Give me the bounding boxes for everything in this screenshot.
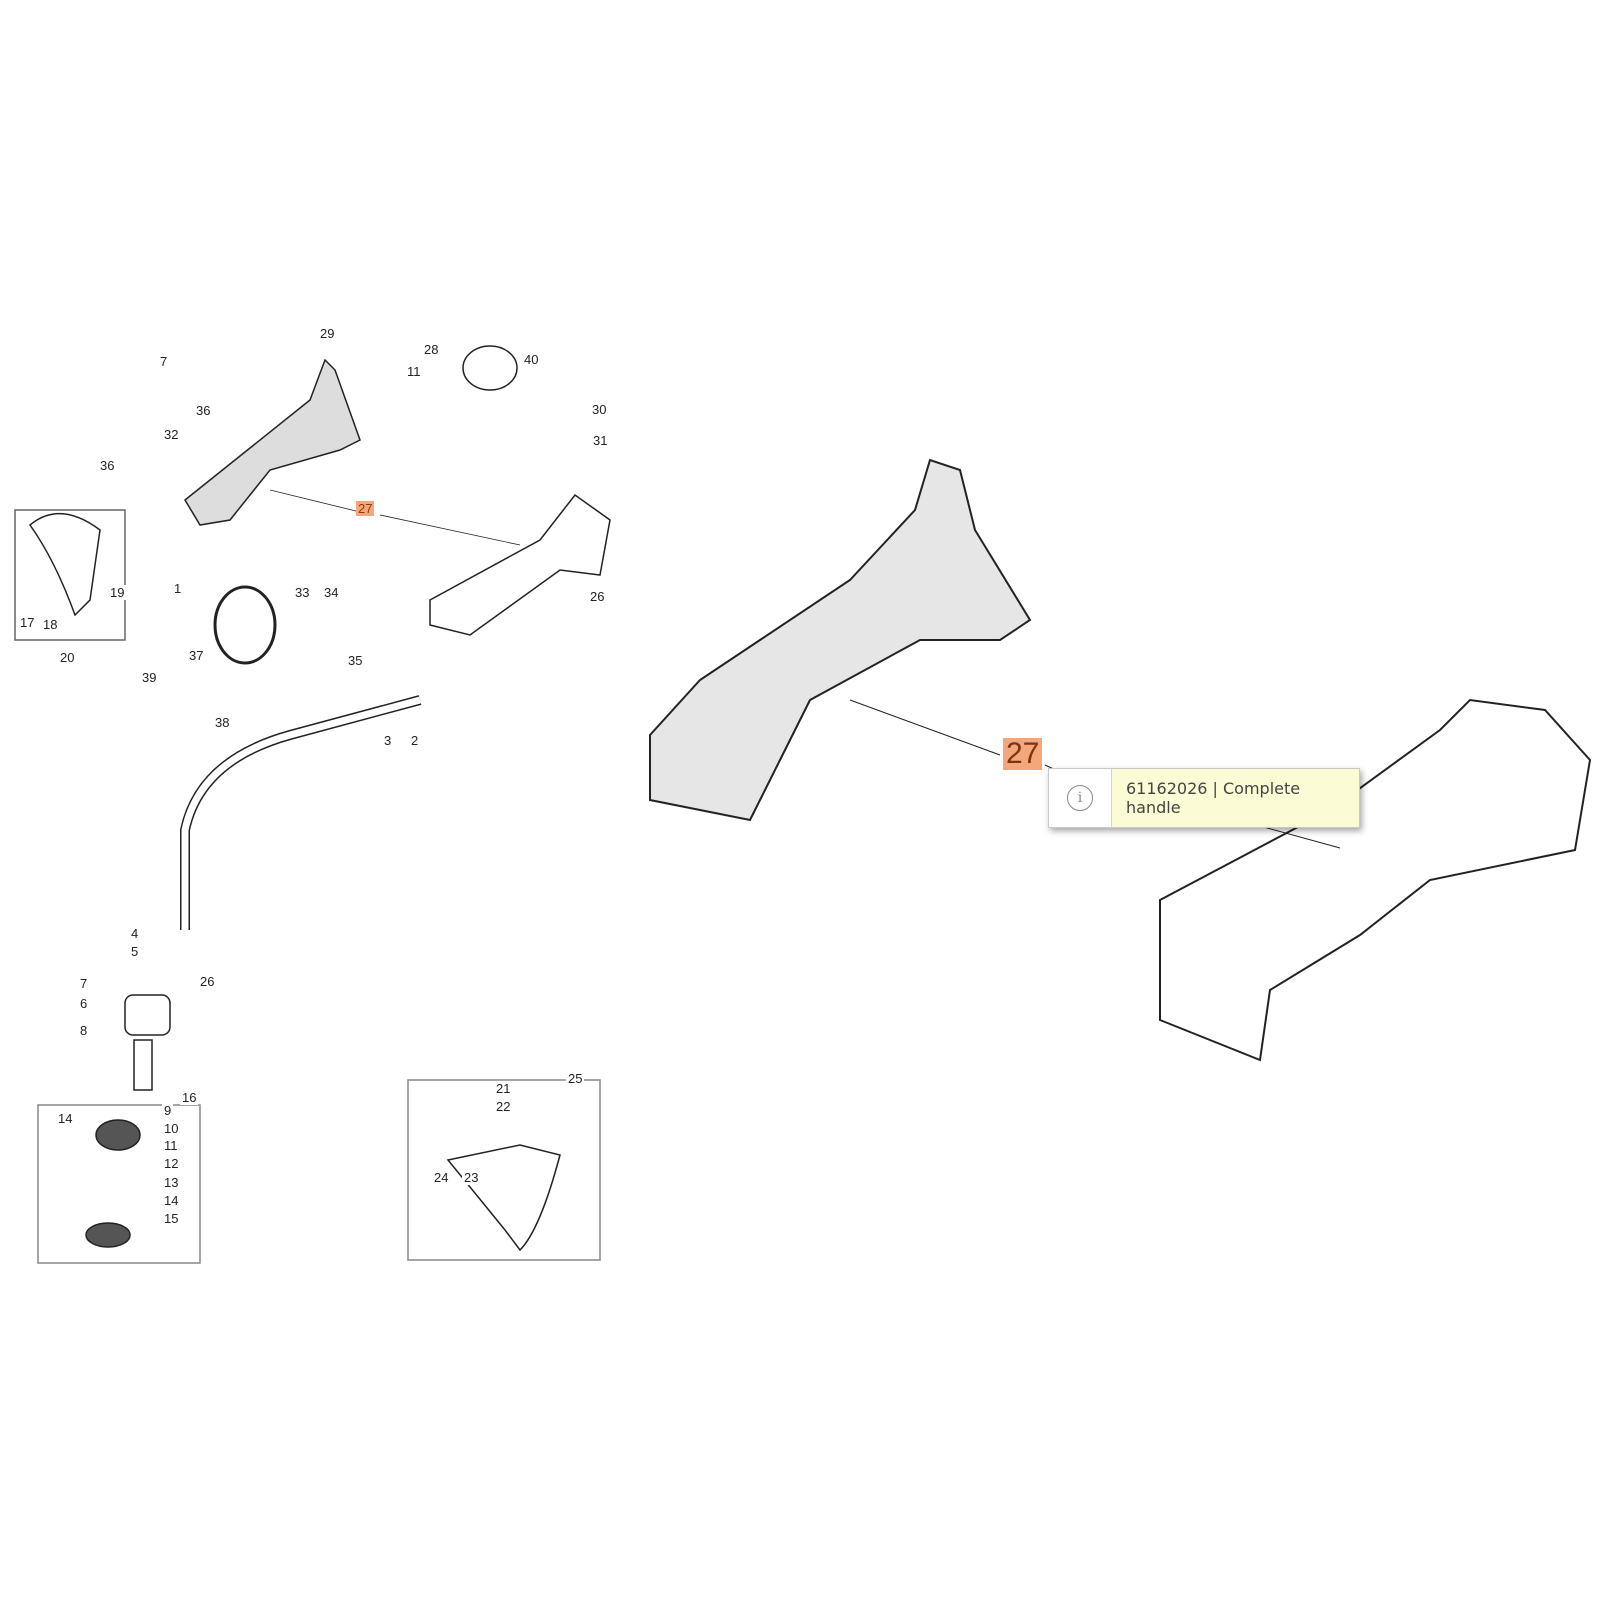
info-icon: i (1067, 785, 1093, 811)
part-callout-26[interactable]: 26 (588, 589, 607, 604)
part-callout-10[interactable]: 10 (162, 1121, 181, 1136)
part-callout-7[interactable]: 7 (158, 354, 170, 369)
part-callout-21[interactable]: 21 (494, 1081, 513, 1096)
part-callout-36[interactable]: 36 (98, 458, 117, 473)
gear-head (124, 994, 171, 1036)
kit-box-25 (407, 1079, 601, 1261)
part-callout-38[interactable]: 38 (213, 715, 232, 730)
part-callout-37[interactable]: 37 (187, 648, 206, 663)
ring-part (213, 585, 277, 665)
part-callout-13[interactable]: 13 (162, 1175, 181, 1190)
part-callout-31[interactable]: 31 (591, 433, 610, 448)
part-callout-19[interactable]: 19 (108, 585, 127, 600)
part-callout-29[interactable]: 29 (318, 326, 337, 341)
part-callout-32[interactable]: 32 (162, 427, 181, 442)
part-callout-24[interactable]: 24 (432, 1170, 451, 1185)
part-callout-20[interactable]: 20 (58, 650, 77, 665)
part-callout-26[interactable]: 26 (198, 974, 217, 989)
part-callout-39[interactable]: 39 (140, 670, 159, 685)
part-callout-5[interactable]: 5 (129, 944, 141, 959)
part-callout-16[interactable]: 16 (180, 1090, 199, 1105)
kit-box-20 (14, 509, 126, 641)
part-callout-2[interactable]: 2 (409, 733, 421, 748)
part-callout-27[interactable]: 27 (356, 501, 375, 516)
part-callout-33[interactable]: 33 (293, 585, 312, 600)
part-callout-23[interactable]: 23 (462, 1170, 481, 1185)
kit-box-16 (37, 1104, 201, 1264)
part-callout-9[interactable]: 9 (162, 1103, 174, 1118)
part-callout-14[interactable]: 14 (56, 1111, 75, 1126)
part-callout-12[interactable]: 12 (162, 1156, 181, 1171)
part-callout-25[interactable]: 25 (566, 1071, 585, 1086)
part-callout-1[interactable]: 1 (172, 581, 184, 596)
part-callout-18[interactable]: 18 (41, 617, 60, 632)
part-callout-22[interactable]: 22 (494, 1099, 513, 1114)
part-callout-11[interactable]: 11 (405, 364, 423, 379)
trimmer-head (95, 1119, 141, 1151)
part-callout-40[interactable]: 40 (522, 352, 541, 367)
handle-cover-large (1159, 698, 1592, 1062)
clutch-drum (462, 345, 518, 391)
shaft (133, 1039, 153, 1091)
part-callout-35[interactable]: 35 (346, 653, 365, 668)
part-callout-27-large[interactable]: 27 (1003, 738, 1043, 770)
part-callout-7[interactable]: 7 (78, 976, 90, 991)
part-callout-28[interactable]: 28 (422, 342, 441, 357)
part-callout-11[interactable]: 11 (162, 1138, 180, 1153)
handle-large (649, 458, 1032, 822)
part-callout-8[interactable]: 8 (78, 1023, 90, 1038)
part-callout-3[interactable]: 3 (382, 733, 394, 748)
handle-small (184, 358, 361, 526)
part-callout-17[interactable]: 17 (18, 615, 37, 630)
part-callout-36[interactable]: 36 (194, 403, 213, 418)
part-callout-6[interactable]: 6 (78, 996, 90, 1011)
guard (446, 1144, 561, 1252)
tooltip-text: 61162026 | Complete handle (1112, 769, 1359, 827)
part-tooltip: i 61162026 | Complete handle (1048, 768, 1360, 828)
handle-cover-small (429, 493, 611, 636)
part-callout-15[interactable]: 15 (162, 1211, 181, 1226)
part-callout-4[interactable]: 4 (129, 926, 141, 941)
front-handle (28, 513, 101, 617)
part-callout-30[interactable]: 30 (590, 402, 609, 417)
part-callout-34[interactable]: 34 (322, 585, 341, 600)
part-callout-14[interactable]: 14 (162, 1193, 181, 1208)
